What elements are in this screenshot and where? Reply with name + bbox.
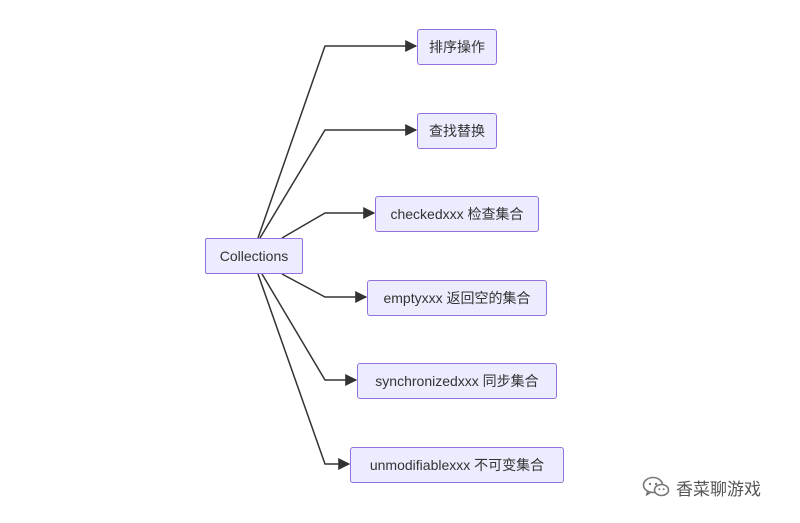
edge-root-to-find (259, 124, 418, 239)
node-empty-collections-label: emptyxxx 返回空的集合 (383, 290, 531, 306)
wechat-icon (642, 476, 670, 497)
node-find-replace-label: 查找替换 (429, 123, 485, 139)
edge-root-to-sort (257, 40, 418, 239)
edge-root-to-sync (261, 273, 358, 386)
node-sort-operations-label: 排序操作 (429, 39, 485, 55)
node-find-replace[interactable]: 查找替换 (417, 113, 497, 149)
node-checked-collections-label: checkedxxx 检查集合 (390, 206, 524, 222)
node-empty-collections[interactable]: emptyxxx 返回空的集合 (367, 280, 547, 316)
edge-root-to-empty (281, 273, 368, 303)
edge-root-to-checked (281, 207, 376, 239)
node-unmodifiable-collections-label: unmodifiablexxx 不可变集合 (369, 457, 545, 473)
node-sort-operations[interactable]: 排序操作 (417, 29, 497, 65)
edge-root-to-unmod (257, 273, 351, 470)
node-collections[interactable]: Collections (205, 238, 303, 274)
node-unmodifiable-collections[interactable]: unmodifiablexxx 不可变集合 (350, 447, 564, 483)
node-synchronized-collections[interactable]: synchronizedxxx 同步集合 (357, 363, 557, 399)
node-checked-collections[interactable]: checkedxxx 检查集合 (375, 196, 539, 232)
watermark-text: 香菜聊游戏 (676, 479, 761, 500)
watermark: 香菜聊游戏 (642, 472, 761, 502)
node-collections-label: Collections (219, 248, 289, 264)
node-synchronized-collections-label: synchronizedxxx 同步集合 (375, 373, 539, 389)
